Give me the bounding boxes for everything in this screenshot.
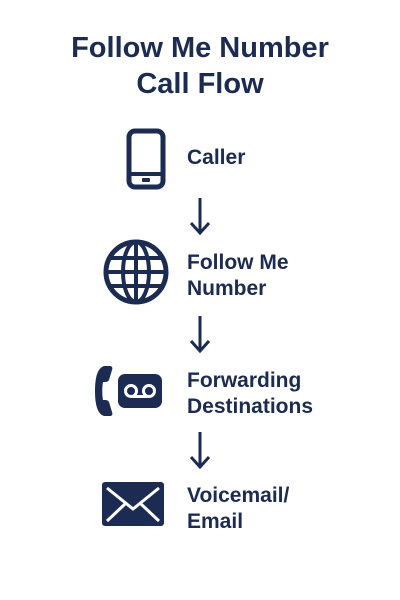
arrow-down-icon [189, 198, 211, 236]
step-label-caller: Caller [187, 146, 246, 169]
title-line-2: Call Flow [136, 68, 264, 100]
phone-voicemail-icon [95, 366, 162, 416]
step-label-follow-me-number: Follow Me Number [187, 251, 289, 300]
mobile-phone-icon [126, 128, 166, 190]
diagram-title: Follow Me Number Call Flow [0, 30, 400, 102]
globe-icon [103, 239, 169, 305]
title-line-1: Follow Me Number [71, 32, 329, 64]
envelope-icon [102, 482, 164, 526]
step-label-forwarding-destinations: Forwarding Destinations [187, 369, 314, 418]
step-label-voicemail-email: Voicemail/ Email [187, 484, 290, 533]
arrow-down-icon [189, 432, 211, 470]
arrow-down-icon [189, 316, 211, 354]
